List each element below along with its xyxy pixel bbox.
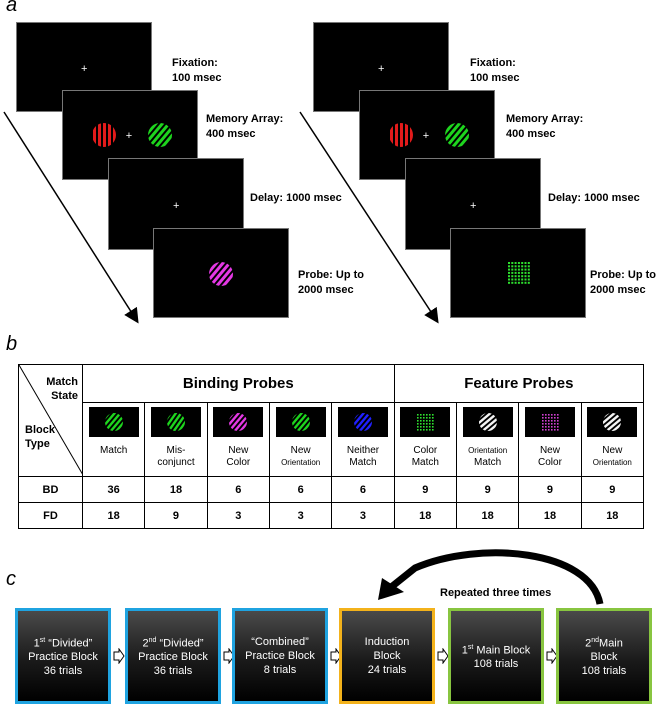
memory-label-right: Memory Array: 400 msec xyxy=(506,113,584,140)
probe-column-3: New Color xyxy=(206,402,270,477)
bd-value-2: 18 xyxy=(144,476,208,503)
probe-screen-left xyxy=(153,228,289,318)
panel-letter-a: a xyxy=(6,0,18,16)
probe-table: Match State Block Type Binding Probes Fe… xyxy=(18,364,645,529)
fd-value-1: 18 xyxy=(81,502,146,529)
green-grid-probe xyxy=(508,262,530,284)
flow-arrow-5 xyxy=(546,648,558,664)
fixation-label-left: Fixation: 100 msec xyxy=(172,57,222,84)
corner-diagonal xyxy=(19,365,83,475)
bd-value-5: 6 xyxy=(331,476,395,503)
bd-value-1: 36 xyxy=(81,476,146,503)
probe-thumbnail xyxy=(400,407,451,437)
probe-label-right: Probe: Up to 2000 msec xyxy=(590,269,656,296)
probe-label: Mis- conjunct xyxy=(157,445,195,468)
match-state-label: Match State xyxy=(46,376,78,402)
probe-thumbnail xyxy=(150,407,201,437)
block-type-label: Block Type xyxy=(25,424,55,450)
probe-column-1: Match xyxy=(81,402,146,477)
probe-thumbnail xyxy=(337,407,388,437)
probe-column-6: Color Match xyxy=(393,402,457,477)
magenta-probe xyxy=(209,262,233,286)
flow-arrow-4 xyxy=(437,648,449,664)
fd-value-4: 3 xyxy=(268,502,333,529)
repeat-label: Repeated three times xyxy=(440,587,552,599)
bd-value-9: 9 xyxy=(580,476,645,503)
svg-text:+: + xyxy=(126,130,132,142)
fixation-cross: + xyxy=(378,63,385,75)
flow-arrow-2 xyxy=(223,648,235,664)
probe-screen-right xyxy=(450,228,586,318)
fd-value-3: 3 xyxy=(206,502,270,529)
probe-thumbnail xyxy=(213,407,264,437)
memory-array-stimuli: + xyxy=(92,123,172,147)
delay-label-right: Delay: 1000 msec xyxy=(548,192,640,204)
fd-value-9: 18 xyxy=(580,502,645,529)
fd-value-5: 3 xyxy=(331,502,395,529)
probe-label: Color Match xyxy=(411,445,439,468)
fd-value-2: 9 xyxy=(144,502,208,529)
fd-value-6: 18 xyxy=(393,502,457,529)
probe-thumbnail xyxy=(88,407,139,437)
panel-letter-b: b xyxy=(6,333,18,355)
row-label-bd: BD xyxy=(18,476,83,503)
probe-label: Match xyxy=(100,445,128,456)
time-arrow-right xyxy=(299,111,439,324)
delay-label-left: Delay: 1000 msec xyxy=(250,192,342,204)
fixation-cross: + xyxy=(470,200,477,212)
flow-arrow-1 xyxy=(113,648,125,664)
repeat-loop-arrow xyxy=(378,549,604,605)
probe-column-8: New Color xyxy=(518,402,582,477)
bd-value-4: 6 xyxy=(268,476,333,503)
probe-label-left: Probe: Up to 2000 msec xyxy=(298,269,364,296)
probe-thumbnail xyxy=(275,407,326,437)
corner-cell: Match State Block Type xyxy=(18,364,83,477)
flow-arrow-3 xyxy=(330,648,342,664)
timeline-arrows xyxy=(3,111,439,324)
bd-value-6: 9 xyxy=(393,476,457,503)
probe-label: New Color xyxy=(226,445,251,468)
fixation-cross: + xyxy=(81,63,88,75)
probe-column-5: Neither Match xyxy=(331,402,395,477)
memory-array-screen-right: + xyxy=(359,90,495,180)
fixation-label-right: Fixation: 100 msec xyxy=(470,57,520,84)
panel-letter-c: c xyxy=(6,568,16,590)
binding-probes-header: Binding Probes xyxy=(82,364,395,403)
time-arrow-left xyxy=(3,111,139,324)
bd-value-7: 9 xyxy=(455,476,520,503)
fd-value-7: 18 xyxy=(455,502,520,529)
memory-array-stimuli: + xyxy=(390,123,469,147)
probe-thumbnail xyxy=(462,407,513,437)
bd-value-3: 6 xyxy=(206,476,270,503)
probe-column-2: Mis- conjunct xyxy=(144,402,208,477)
probe-thumbnail xyxy=(524,407,575,437)
fixation-cross: + xyxy=(173,200,180,212)
svg-text:+: + xyxy=(423,130,429,142)
green-oblique-grating xyxy=(148,123,172,147)
red-vertical-grating xyxy=(92,123,116,147)
probe-label: Neither Match xyxy=(346,445,380,468)
memory-label-left: Memory Array: 400 msec xyxy=(206,113,284,140)
bd-value-8: 9 xyxy=(518,476,582,503)
probe-thumbnail xyxy=(587,407,638,437)
row-label-fd: FD xyxy=(18,502,83,529)
feature-probes-header: Feature Probes xyxy=(393,364,645,403)
fd-value-8: 18 xyxy=(518,502,582,529)
probe-label: New Color xyxy=(538,445,562,468)
